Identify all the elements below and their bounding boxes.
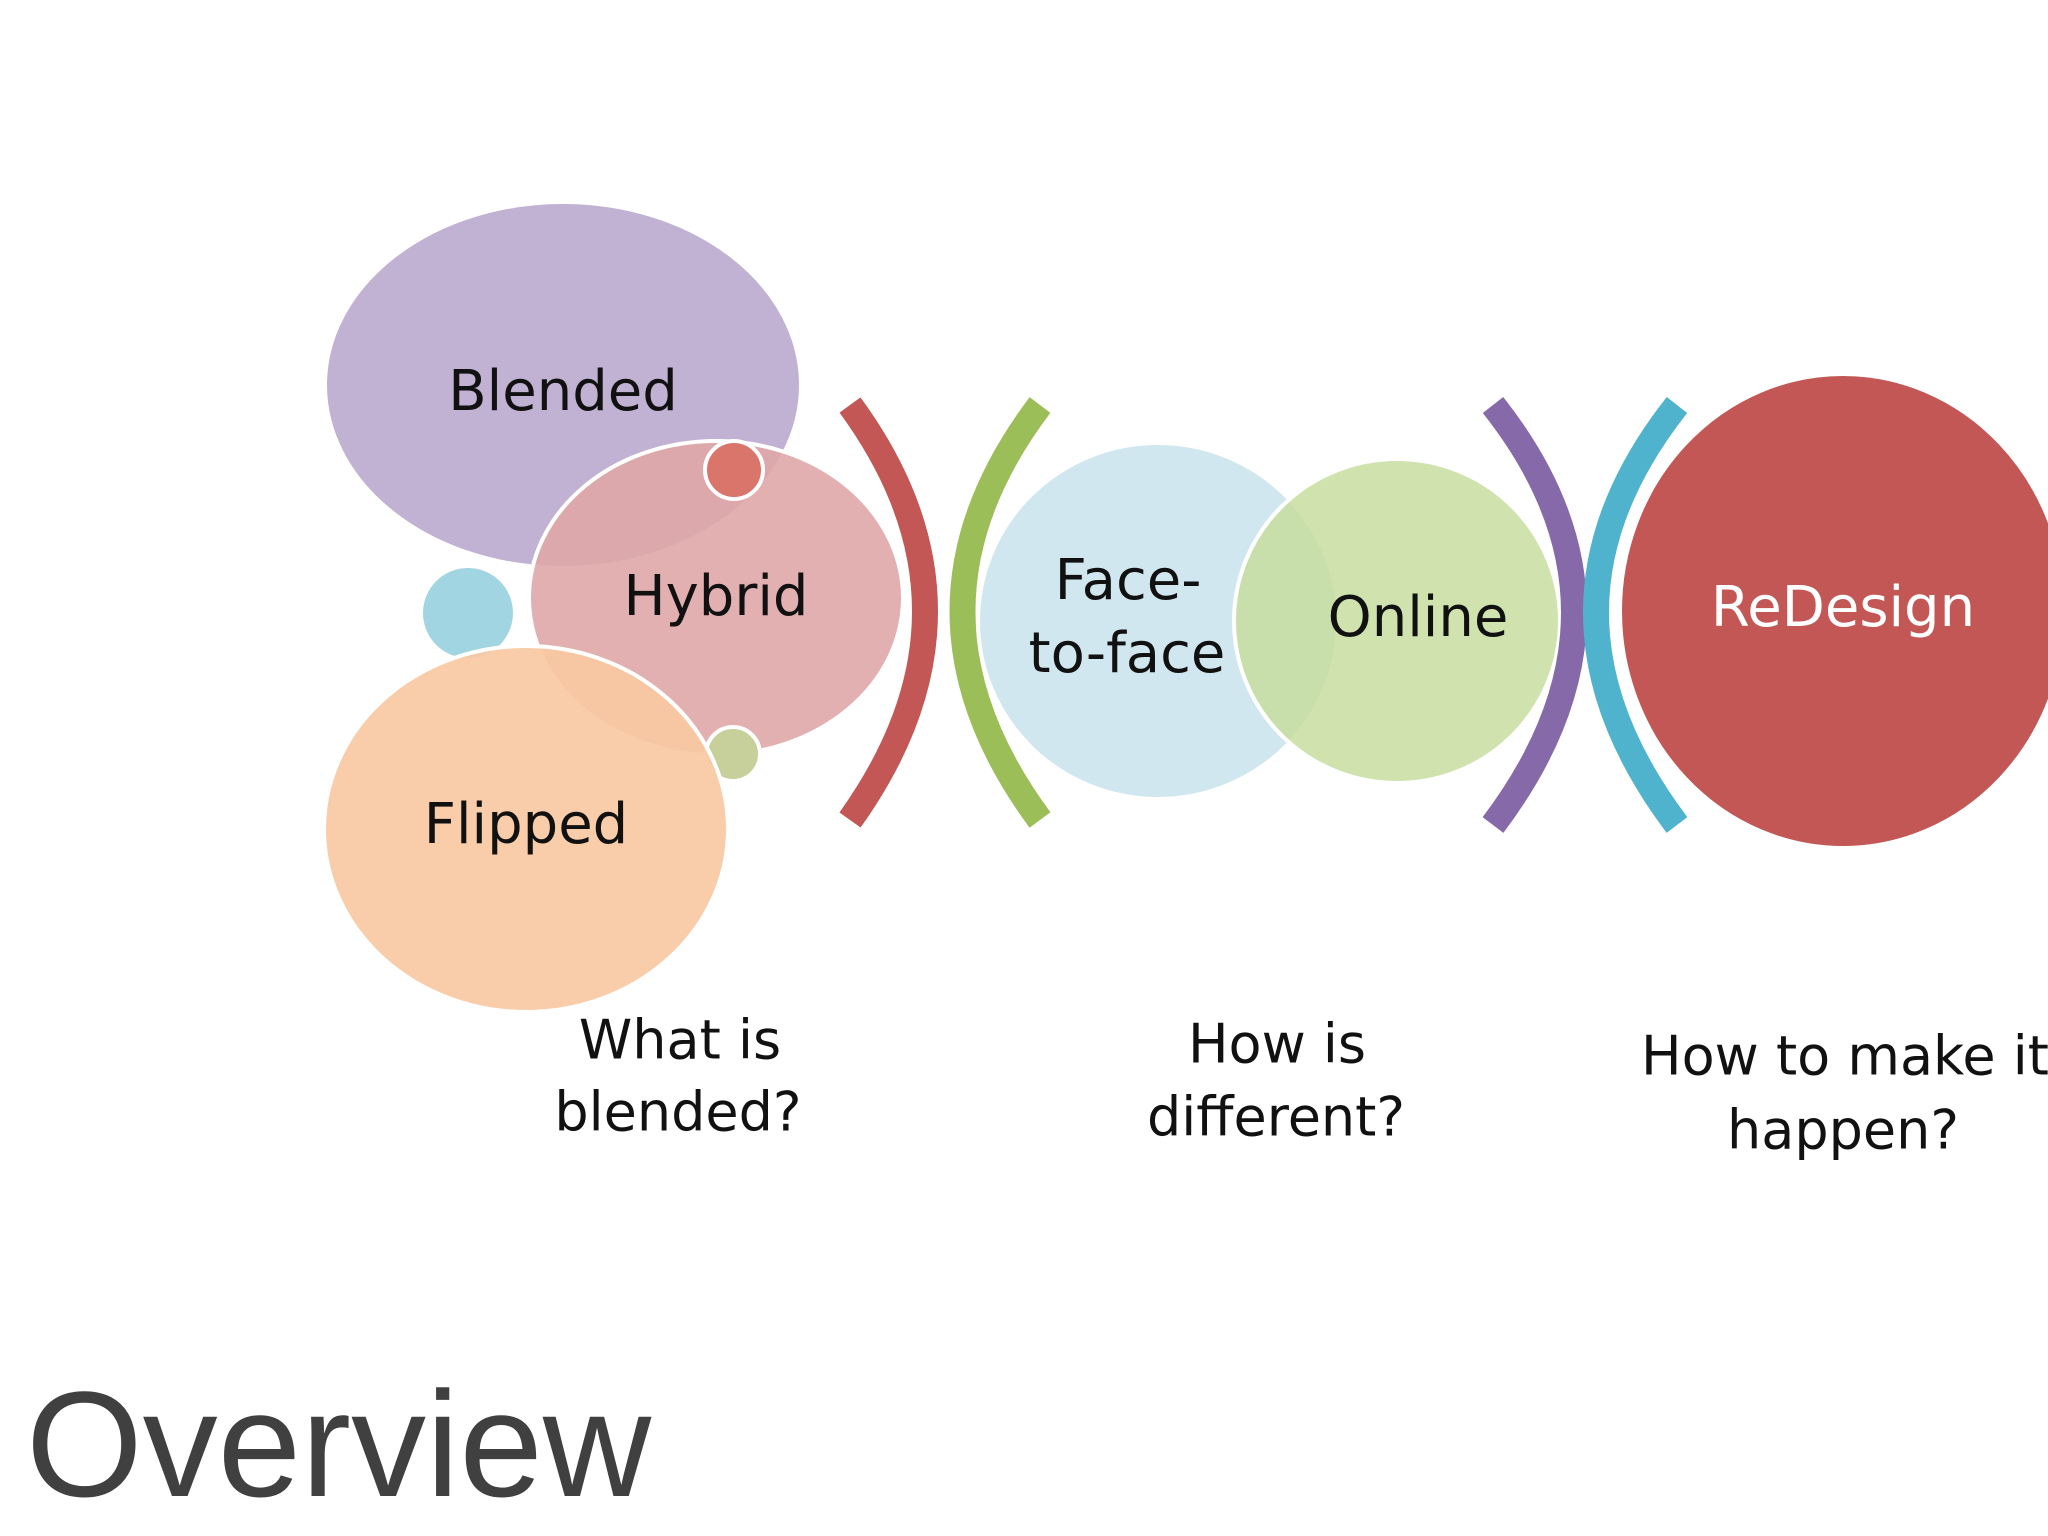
redesign-circle — [1618, 372, 2048, 850]
question-1-line1: What is — [579, 1009, 781, 1072]
label-hybrid: Hybrid — [624, 564, 809, 629]
label-redesign: ReDesign — [1711, 575, 1975, 640]
bracket-green — [949, 397, 1051, 828]
bracket-purple — [1482, 396, 1587, 833]
question-3-line1: How to make it — [1641, 1025, 2048, 1088]
question-2-line1: How is — [1188, 1013, 1366, 1076]
question-1-line2: blended? — [554, 1081, 801, 1144]
question-2-line2: different? — [1147, 1086, 1405, 1149]
label-face-to-face-line2: to-face — [1029, 621, 1226, 686]
label-blended: Blended — [448, 359, 677, 424]
label-online: Online — [1328, 585, 1509, 650]
page-title: Overview — [26, 1360, 652, 1528]
online-circle — [1232, 457, 1562, 785]
label-flipped: Flipped — [424, 792, 628, 857]
bracket-red — [839, 397, 938, 828]
bracket-blue — [1583, 396, 1688, 833]
flipped-ellipse — [322, 644, 730, 1014]
small-red-circle — [703, 439, 765, 501]
question-3-line2: happen? — [1727, 1099, 1959, 1162]
label-face-to-face-line1: Face- — [1055, 548, 1202, 613]
